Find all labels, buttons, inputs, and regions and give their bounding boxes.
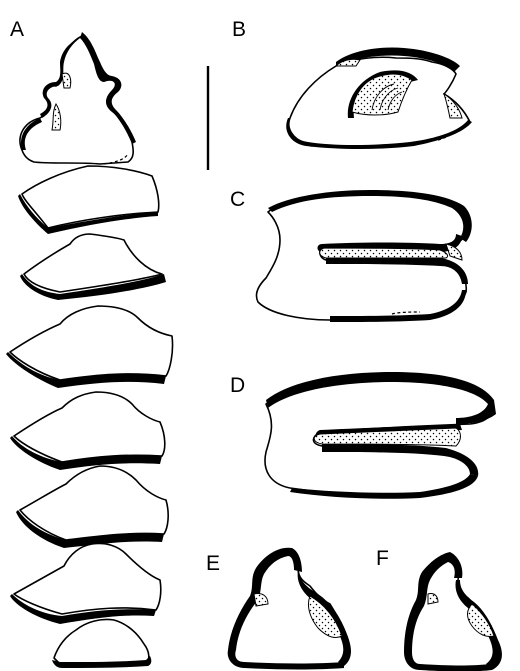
panel-label-d: D <box>230 374 245 397</box>
panel-label-a: A <box>10 18 24 41</box>
panel-e-tooth <box>228 548 351 670</box>
panel-a-occlusal-tooth <box>20 32 136 164</box>
panel-a-plate-4 <box>10 392 165 470</box>
panel-label-e: E <box>206 552 220 575</box>
panel-d-tooth <box>265 372 496 499</box>
panel-label-c: C <box>230 188 245 211</box>
panel-f-tooth <box>404 552 502 671</box>
panel-a-plate-1 <box>18 166 159 234</box>
panel-a-plate-5 <box>16 466 168 548</box>
panel-a-plate-7 <box>52 619 151 668</box>
panel-label-f: F <box>376 547 389 570</box>
panel-a-tooth-series <box>6 32 173 668</box>
panel-label-b: B <box>232 18 246 41</box>
panel-b-tooth <box>286 48 472 149</box>
panel-a-plate-6 <box>10 543 161 624</box>
panel-a-plate-2 <box>20 234 166 300</box>
panel-c-tooth <box>256 190 471 322</box>
panel-a-plate-3 <box>6 306 173 388</box>
